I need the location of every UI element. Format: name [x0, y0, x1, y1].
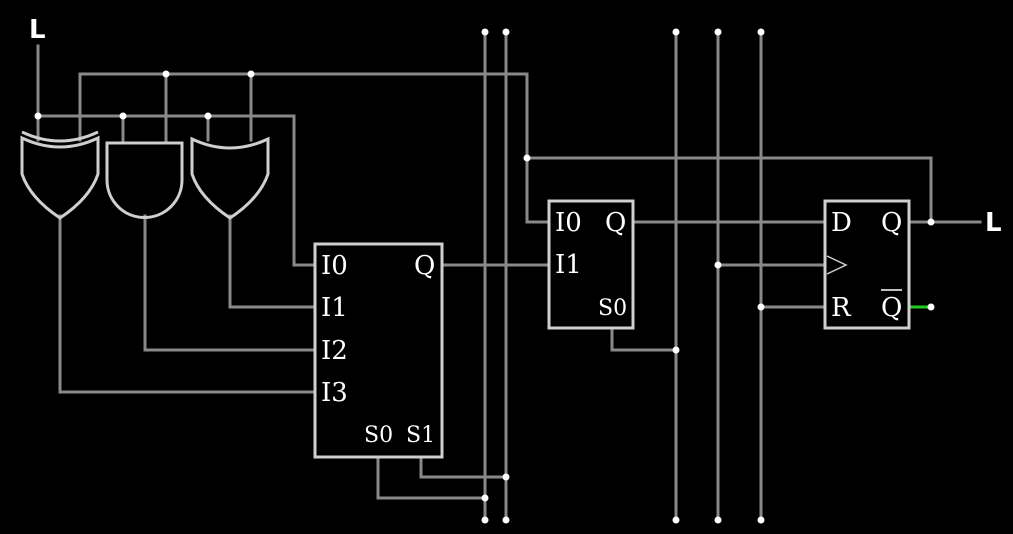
mux4-select-s0: S0 — [364, 423, 393, 448]
junction-dots — [34, 28, 935, 524]
mux4-select-s1: S1 — [406, 423, 435, 448]
dff-input-d: D — [831, 208, 852, 238]
mux4-input-i2: I2 — [321, 336, 348, 366]
mux4-input-i3: I3 — [321, 378, 348, 408]
mux2: I0 I1 Q S0 — [547, 199, 635, 330]
dff-input-r: R — [831, 293, 852, 323]
mux2-input-i0: I0 — [555, 208, 582, 238]
dff-output-qbar: Q — [881, 293, 902, 323]
mux2-select-s0: S0 — [598, 296, 627, 321]
mux2-output-q: Q — [605, 208, 626, 238]
d-flip-flop: D Q R Q — [823, 199, 911, 330]
mux4-input-i1: I1 — [321, 293, 348, 323]
output-label: L — [985, 208, 1002, 238]
and-gate — [105, 141, 184, 219]
mux4: I0 I1 I2 I3 Q S0 S1 — [313, 242, 444, 459]
or-gate — [190, 136, 270, 220]
xor-gate — [20, 130, 100, 220]
dff-output-q: Q — [881, 208, 902, 238]
mux2-input-i1: I1 — [555, 250, 582, 280]
clock-triangle-icon — [826, 255, 848, 275]
input-label: L — [29, 15, 46, 45]
mux4-output-q: Q — [414, 251, 435, 281]
wires — [36, 30, 982, 522]
mux4-input-i0: I0 — [321, 251, 348, 281]
